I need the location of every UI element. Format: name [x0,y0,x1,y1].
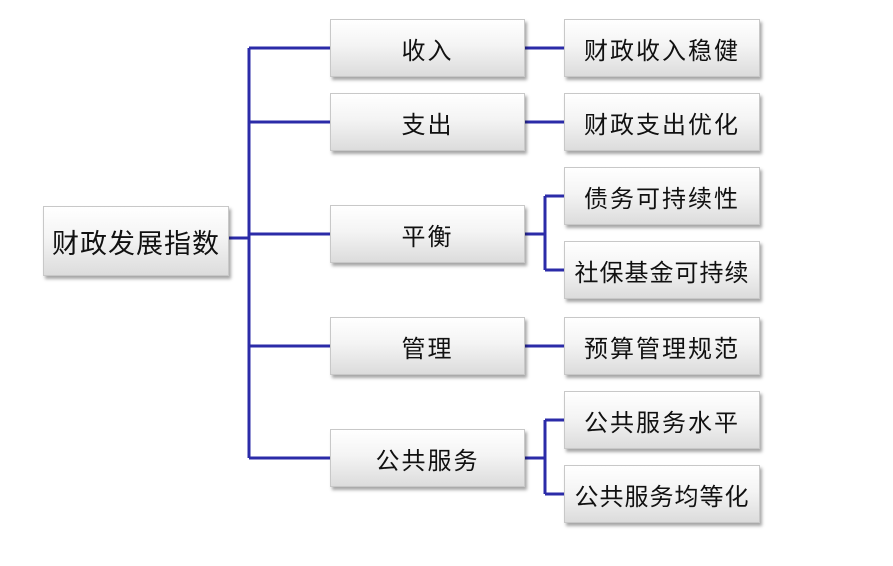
leaf-income-stable: 财政收入稳健 [564,19,760,77]
node-balance: 平衡 [330,205,525,263]
node-income: 收入 [330,19,525,77]
root-node: 财政发展指数 [43,206,229,276]
connector-public-service-fork [525,418,564,496]
node-expenditure: 支出 [330,93,525,151]
leaf-public-service-level: 公共服务水平 [564,391,760,449]
node-management: 管理 [330,317,525,375]
node-public-service: 公共服务 [330,429,525,487]
leaf-debt-sustainability: 债务可持续性 [564,167,760,225]
leaf-budget-management: 预算管理规范 [564,317,760,375]
leaf-expenditure-optimized: 财政支出优化 [564,93,760,151]
connector-balance-fork [525,194,564,272]
leaf-social-fund-sustainable: 社保基金可持续 [564,241,760,299]
leaf-public-service-equalization: 公共服务均等化 [564,465,760,523]
